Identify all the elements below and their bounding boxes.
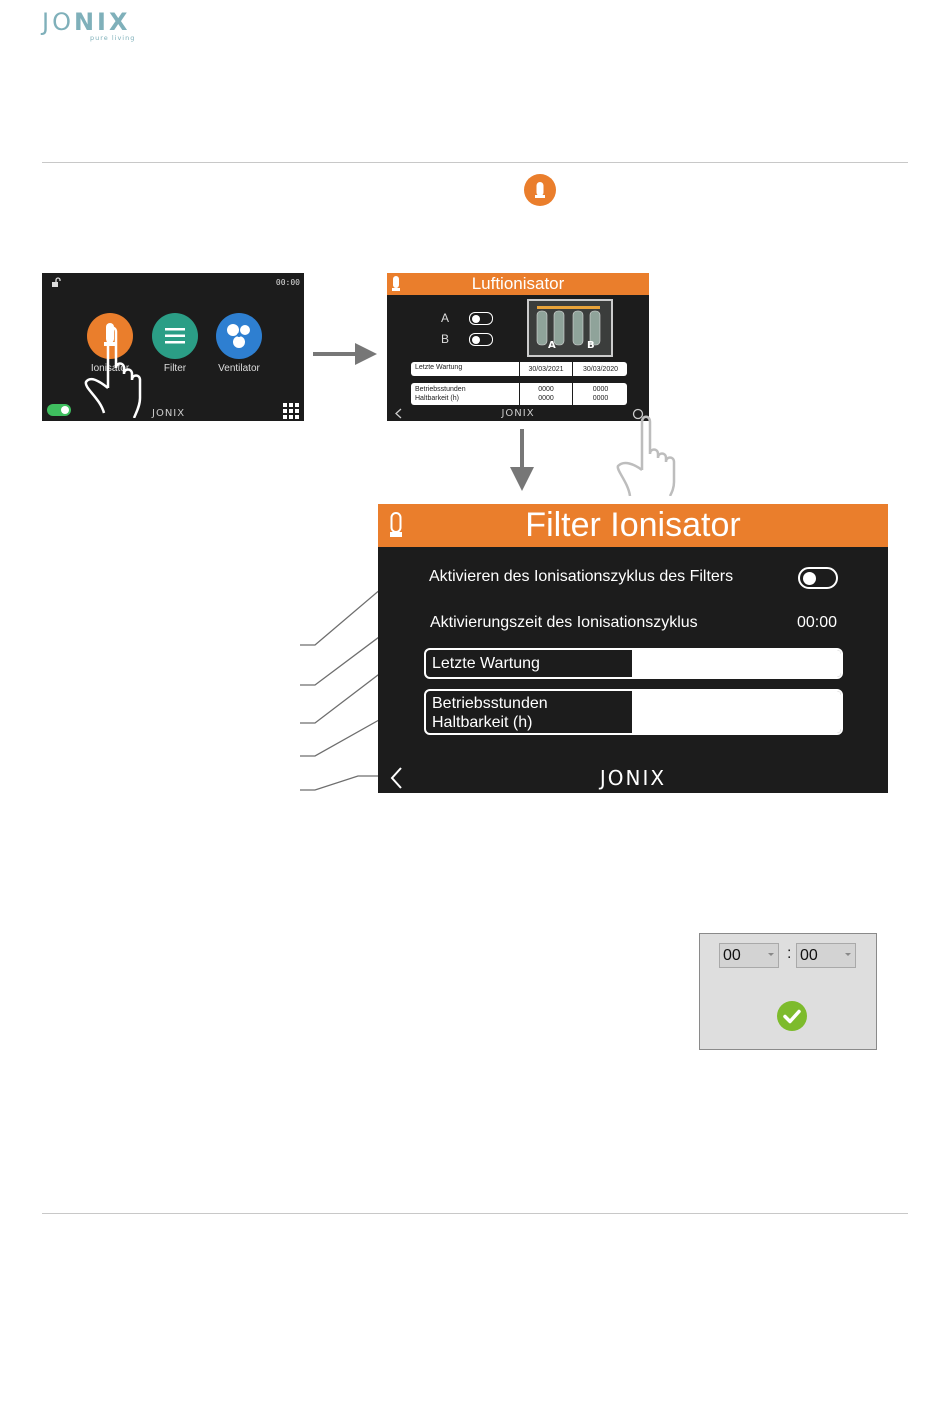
screen-title: Filter Ionisator [525, 506, 741, 544]
logo-text-b: NIX [73, 8, 131, 36]
ionizer-screen: Luftionisator A B A B Letzte Wartung 30/… [387, 273, 649, 421]
last-service-b: 30/03/2020 [572, 362, 628, 376]
ionizer-icon [524, 174, 556, 206]
hours-label-2: Haltbarkeit (h) [432, 714, 533, 731]
ventilator-tile[interactable] [216, 313, 262, 359]
hours-select[interactable]: 00 [719, 943, 779, 968]
arrow-down-icon [510, 429, 534, 491]
last-service-field[interactable]: Letzte Wartung [424, 648, 843, 679]
home-screen: 00:00 Ionisator Filter Ventilator JONIX [42, 273, 304, 421]
last-service-value [632, 650, 841, 677]
toggle-a-label: A [441, 311, 450, 325]
screen-title: Luftionisator [471, 274, 565, 293]
tile-label-filter: Filter [163, 363, 187, 374]
hours-a: 0000 0000 [519, 383, 572, 405]
toggle-b-label: B [441, 332, 450, 346]
ionizer-tile[interactable] [87, 313, 133, 359]
ionizer-icon [392, 276, 400, 291]
operating-hours-field[interactable]: Betriebsstunden Haltbarkeit (h) [424, 689, 843, 735]
hours-b-2: 0000 [592, 395, 609, 402]
ionizer-icon [390, 512, 402, 537]
filter-tile[interactable] [152, 313, 198, 359]
hours-value: 00 [723, 947, 741, 964]
tile-label-ventilator: Ventilator [218, 363, 260, 374]
last-service-label: Letzte Wartung [432, 655, 540, 672]
activate-cycle-label: Aktivieren des Ionisationszyklus des Fil… [429, 568, 734, 585]
filter-ionizer-screen: Filter Ionisator Aktivieren des Ionisati… [378, 504, 888, 793]
tile-label-ionizer: Ionisator [90, 363, 130, 374]
activate-cycle-toggle[interactable] [798, 567, 838, 589]
unlock-icon[interactable] [51, 277, 61, 287]
back-chevron-icon[interactable] [389, 766, 403, 790]
dropdown-caret-icon [768, 953, 774, 956]
fan-icon [227, 324, 250, 348]
checkmark-icon [783, 1009, 801, 1024]
ionizer-tubes-image [527, 299, 613, 357]
jonix-logo: JONIX pure living [42, 8, 152, 48]
photo-label-a: A [548, 340, 556, 351]
activation-time-label: Aktivierungszeit des Ionisationszyklus [430, 614, 698, 631]
last-service-label: Letzte Wartung [415, 364, 463, 371]
arrow-right-icon [313, 343, 377, 365]
settings-icon[interactable] [631, 408, 645, 420]
hours-b: 0000 0000 [572, 383, 628, 405]
hours-a-1: 0000 [538, 386, 554, 393]
back-chevron-icon[interactable] [394, 408, 402, 419]
time-separator: : [787, 945, 792, 962]
screen-header [387, 273, 649, 295]
toggle-a[interactable] [469, 312, 493, 325]
screen-logo: JONIX [501, 408, 535, 419]
hand-pointer-icon [84, 326, 142, 418]
menu-lines-icon [165, 328, 185, 344]
hours-b-1: 0000 [592, 386, 609, 393]
top-divider [42, 162, 908, 163]
logo-tagline: pure living [90, 34, 136, 42]
screen-header [378, 504, 888, 547]
hours-row: Betriebsstunden Haltbarkeit (h) 0000 000… [411, 383, 627, 405]
hand-pointer-icon [616, 415, 676, 496]
logo-text-a: JO [42, 8, 74, 36]
screen-logo: JONIX [152, 408, 186, 419]
hours-label-1: Betriebsstunden [415, 386, 466, 393]
confirm-button[interactable] [777, 1001, 807, 1031]
operating-hours-value [632, 691, 841, 733]
hours-label-1: Betriebsstunden [432, 695, 548, 712]
toggle-b[interactable] [469, 333, 493, 346]
time-picker: 00 : 00 [699, 933, 877, 1050]
grid-menu-icon[interactable] [283, 403, 299, 419]
activation-time-value[interactable]: 00:00 [797, 614, 838, 631]
last-service-row: Letzte Wartung 30/03/2021 30/03/2020 [411, 362, 627, 376]
bottom-divider [42, 1213, 908, 1214]
photo-label-b: B [587, 340, 595, 351]
last-service-a: 30/03/2021 [519, 362, 572, 376]
minutes-select[interactable]: 00 [796, 943, 856, 968]
clock: 00:00 [275, 278, 300, 287]
screen-logo: JONIX [599, 766, 667, 790]
power-toggle[interactable] [47, 404, 71, 416]
minutes-value: 00 [800, 947, 818, 964]
hours-label-2: Haltbarkeit (h) [415, 395, 459, 402]
hours-a-2: 0000 [538, 395, 554, 402]
dropdown-caret-icon [845, 953, 851, 956]
